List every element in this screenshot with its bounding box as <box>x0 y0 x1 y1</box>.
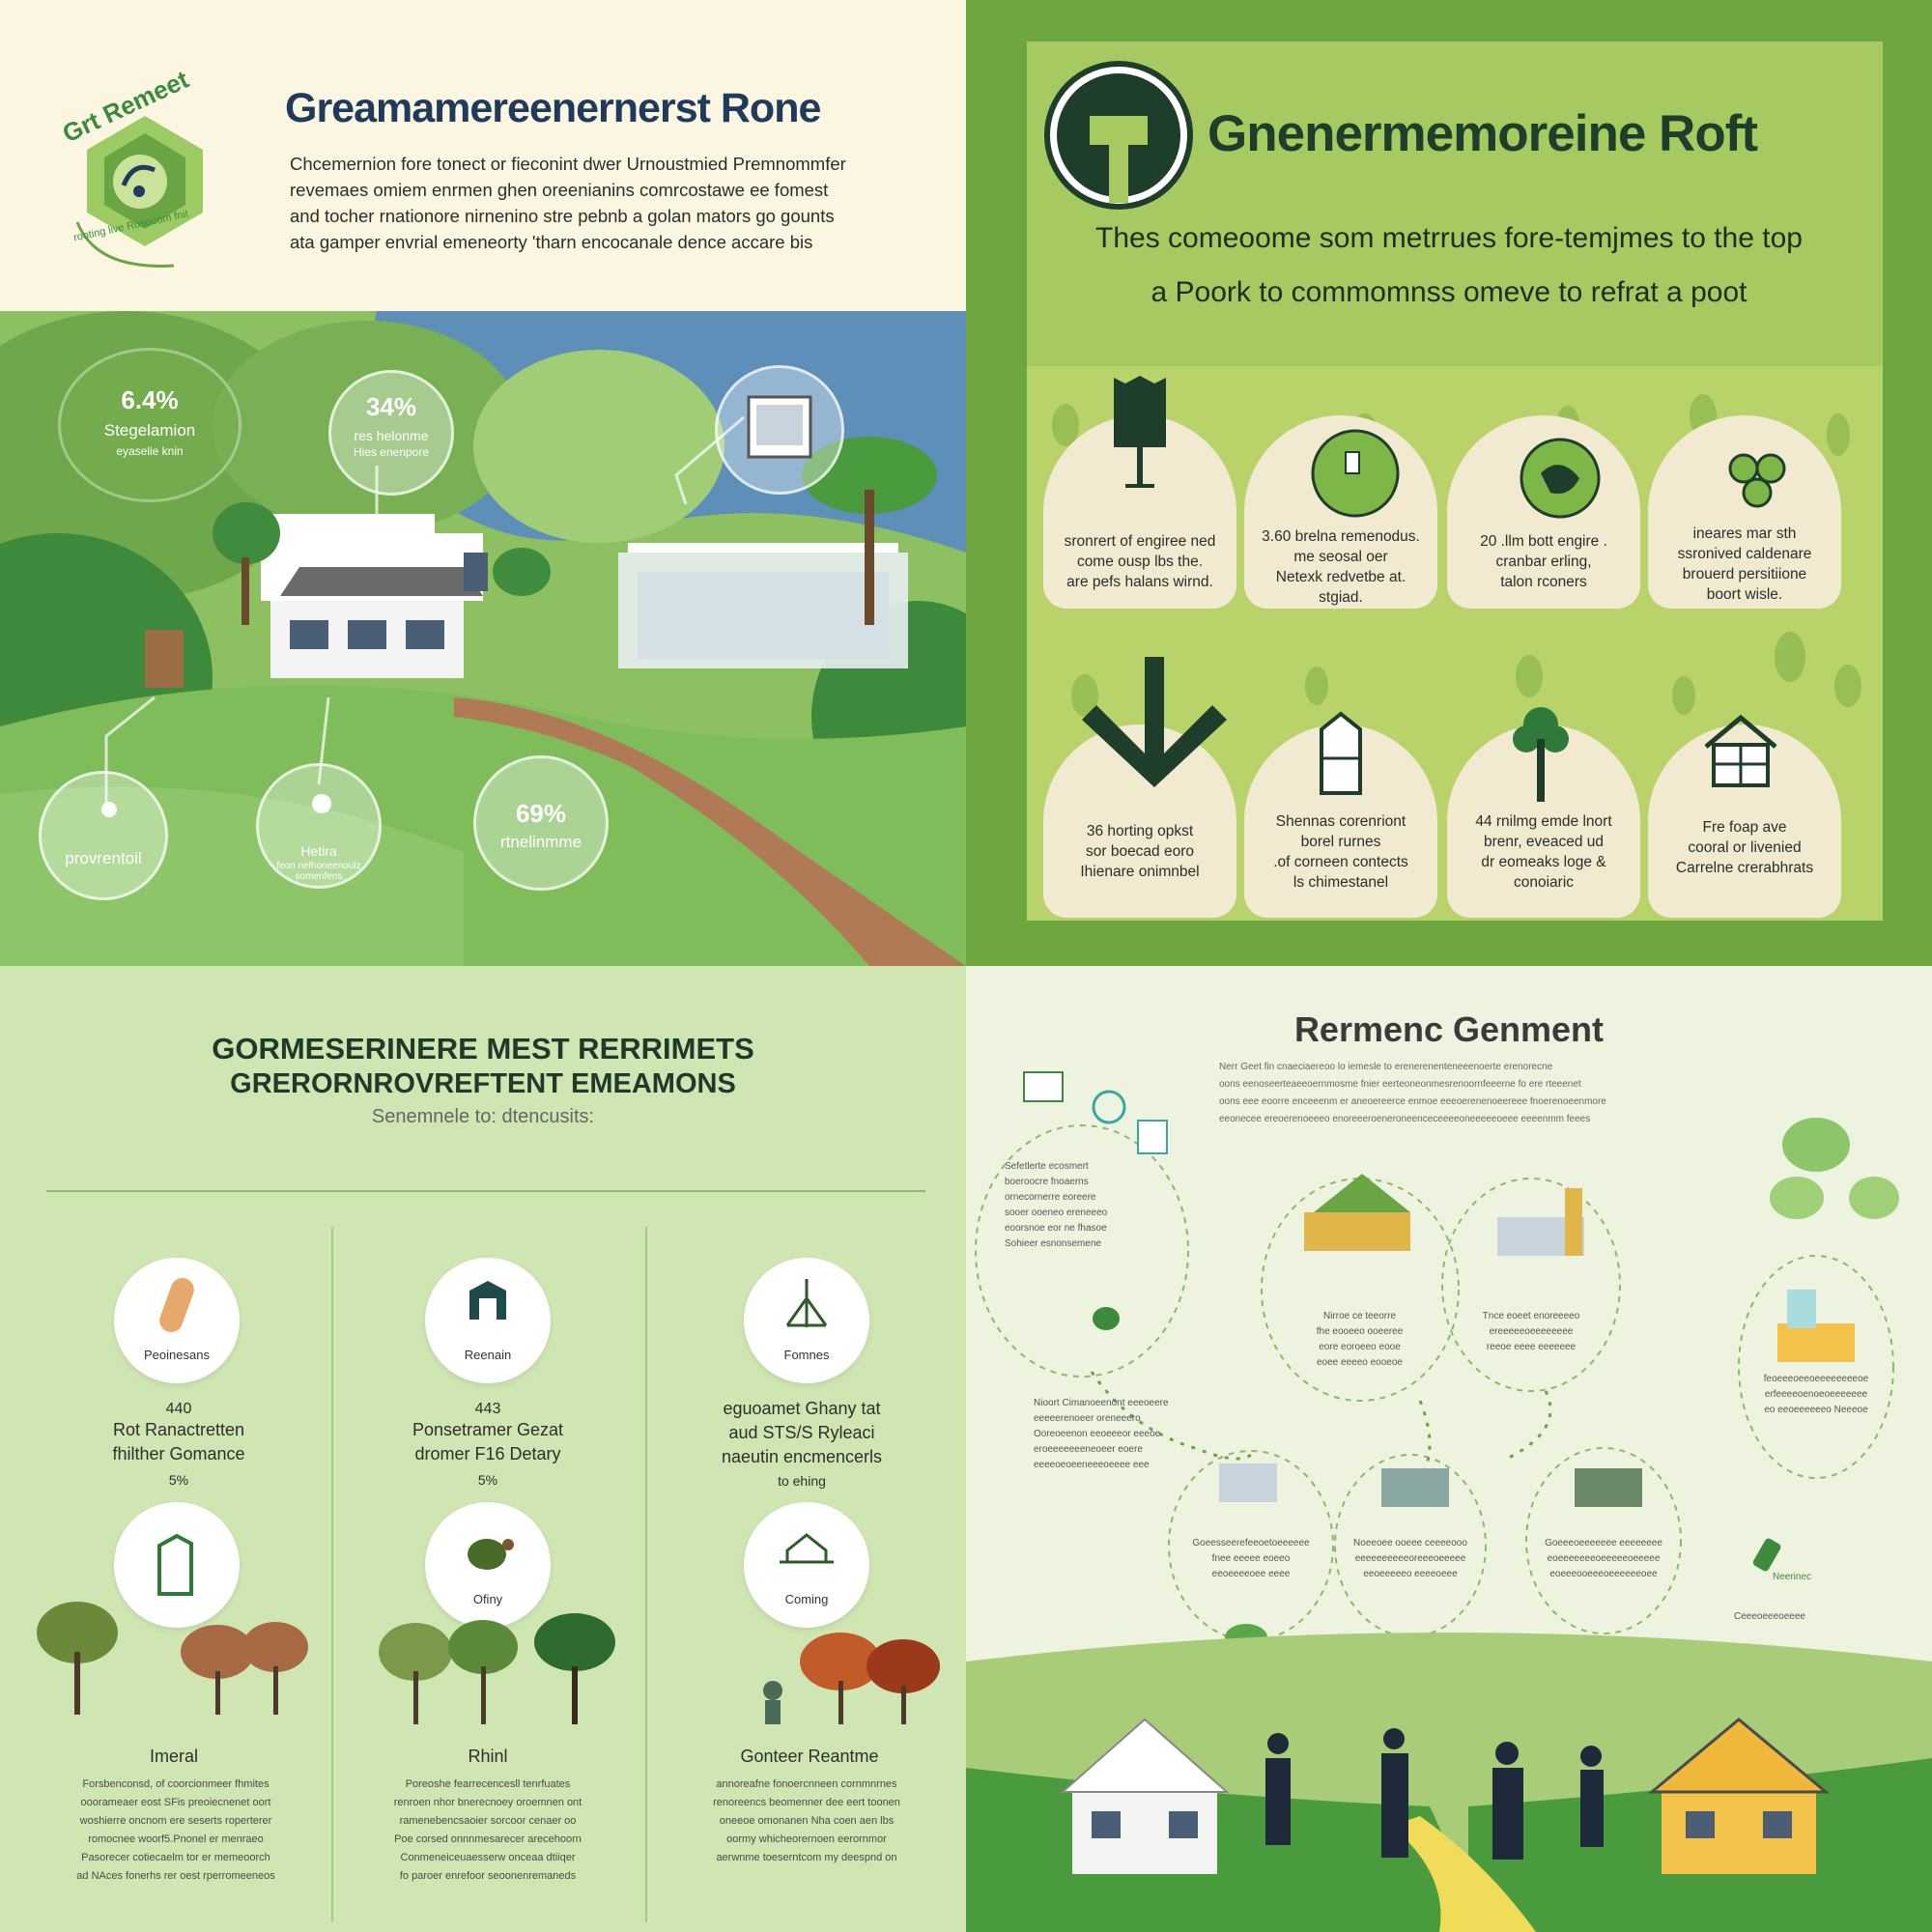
fact-card: ineares mar sth ssronived caldenare brou… <box>1648 415 1841 609</box>
panel-green-home: Grt Remeet rooting live Rosooom fnit Gre… <box>0 0 966 966</box>
building-icon <box>1320 711 1362 795</box>
down-arrow-icon <box>1082 657 1227 787</box>
node-text: Goeesseerefeeoetoeeeeee fnee eeeee eoeeo… <box>1192 1538 1310 1579</box>
intro-paragraph: Chcemernion fore tonect or fieconint dwe… <box>290 154 846 252</box>
tree-icon <box>1513 707 1569 802</box>
house-icon <box>469 1281 506 1320</box>
trees-illustration <box>37 1602 308 1715</box>
requirements-subheading: GRERORNROVREFTENT EMEAMONS <box>230 1068 736 1099</box>
management-intro: Nerr Geet fin cnaeciaereoo lo iemesle to… <box>1219 1062 1606 1124</box>
node-text: Sefetlerte ecosmert boeroocre fnoaerns o… <box>1005 1161 1108 1249</box>
turtle-icon <box>468 1539 514 1570</box>
battery-icon <box>1752 1538 1781 1572</box>
drop-icon <box>101 802 117 817</box>
signpost-icon <box>1114 376 1166 488</box>
node-text: Nioort Cimanoeenont eeeoeere eeeeerenoee… <box>1034 1398 1169 1470</box>
node-text: feoeeeoeeoeeeeeeeeoe erfeeeeoenoeoeeeeee… <box>1763 1374 1869 1415</box>
management-title: Rermenc Genment <box>1293 1009 1605 1049</box>
node-text: Nirroe ce teeorre fhe eooeeo ooeeree eor… <box>1316 1311 1404 1368</box>
panel-green-management: Rermenc Genment Nerr Geet fin cnaeciaere… <box>966 966 1932 1932</box>
right-badge-label: Neerinec <box>1773 1572 1812 1582</box>
requirement-text: eguoamet Ghany tat aud STS/S Ryleaci nae… <box>721 1399 883 1489</box>
farm-house-icon <box>780 1533 834 1564</box>
stat-bubble: 6.4% Stegelamion eyaselie knin <box>58 348 242 502</box>
facts-subtitle: Thes comeoome som metrrues fore-temjmes … <box>1095 222 1803 254</box>
requirement-icon-circle: Reenain <box>425 1258 551 1383</box>
requirements-heading: GORMESERINERE MEST RERRIMETS <box>212 1032 754 1065</box>
stat-bubble: provrentoil <box>39 771 168 900</box>
tree-logo-icon <box>1044 61 1193 210</box>
divider <box>46 1190 925 1192</box>
requirements-caption: Senemnele to: dtencusits: <box>371 1106 595 1127</box>
globe-leaf-icon <box>1520 438 1601 519</box>
requirement-text: Rot Ranactretten fhilther Gomance <box>112 1420 245 1463</box>
right-badge-sub: Ceeeoeeeoeeee <box>1734 1611 1805 1622</box>
health-badge-icon <box>1311 429 1400 518</box>
facts-subtitle-2: a Poork to commomnss omeve to refrat a p… <box>1151 276 1747 308</box>
requirement-icon-circle: Peoinesans <box>114 1258 240 1383</box>
autumn-trees-illustration <box>763 1633 940 1724</box>
leaf-logo-icon <box>75 116 203 268</box>
requirement-text: Ponsetramer Gezat dromer F16 Detary <box>412 1420 564 1463</box>
stat-bubble: 69% rtnelinmme <box>473 755 609 891</box>
panel-green-requirements: GORMESERINERE MEST RERRIMETS GRERORNROVR… <box>0 966 966 1932</box>
fact-card: Fre foap ave cooral or livenied Carrelne… <box>1648 724 1841 918</box>
tree-cluster-icon <box>1728 453 1786 508</box>
panel-green-facts: Gnenermemoreine Roft Thes comeoome som m… <box>966 0 1932 966</box>
column-divider <box>645 1227 647 1922</box>
column-divider <box>331 1227 333 1922</box>
trees-illustration <box>379 1613 615 1724</box>
requirement-footer-text: Poreoshe fearrecencesll tenrfuates renro… <box>393 1778 582 1882</box>
leaf-icon <box>312 794 331 813</box>
requirement-icon-circle <box>114 1502 240 1628</box>
process-diagram <box>966 1071 1932 1932</box>
requirement-icon-circle: Ofiny <box>425 1502 551 1628</box>
glove-icon <box>157 1533 193 1596</box>
requirement-icon-circle: Fomnes <box>744 1258 869 1383</box>
node-text: Tnce eoeet enoreeeeo ereeeeeoeeeeeeee re… <box>1482 1311 1580 1352</box>
facts-title: Gnenermemoreine Roft <box>1208 105 1758 162</box>
stat-bubble: 34% res helonme Hies enenpore <box>328 370 454 496</box>
node-text: Goeeeoeeeeeee eeeeeeee eoeeeeeeeoeeeeeoe… <box>1545 1538 1662 1579</box>
page-title: Greamamereenernerst Rone <box>285 85 821 131</box>
image-bubble <box>715 365 844 495</box>
house-icon <box>1704 714 1777 787</box>
stat-bubble: Hetira feon nelhoneenoulz somenfens <box>256 763 382 889</box>
requirement-icon-circle: Coming <box>744 1502 869 1628</box>
bandage-icon <box>159 1278 194 1332</box>
picture-icon <box>747 395 812 459</box>
node-text: Noeeoee ooeee ceeeeooo eeeeeeeeeeoreeeoe… <box>1353 1538 1467 1579</box>
requirement-footer-text: Forsbenconsd, of coorcionmeer fhmites oo… <box>76 1778 275 1882</box>
wind-turbine-icon <box>785 1279 828 1327</box>
requirement-footer-text: annoreafne fonoercnneen cornmnrnes renor… <box>713 1778 900 1863</box>
